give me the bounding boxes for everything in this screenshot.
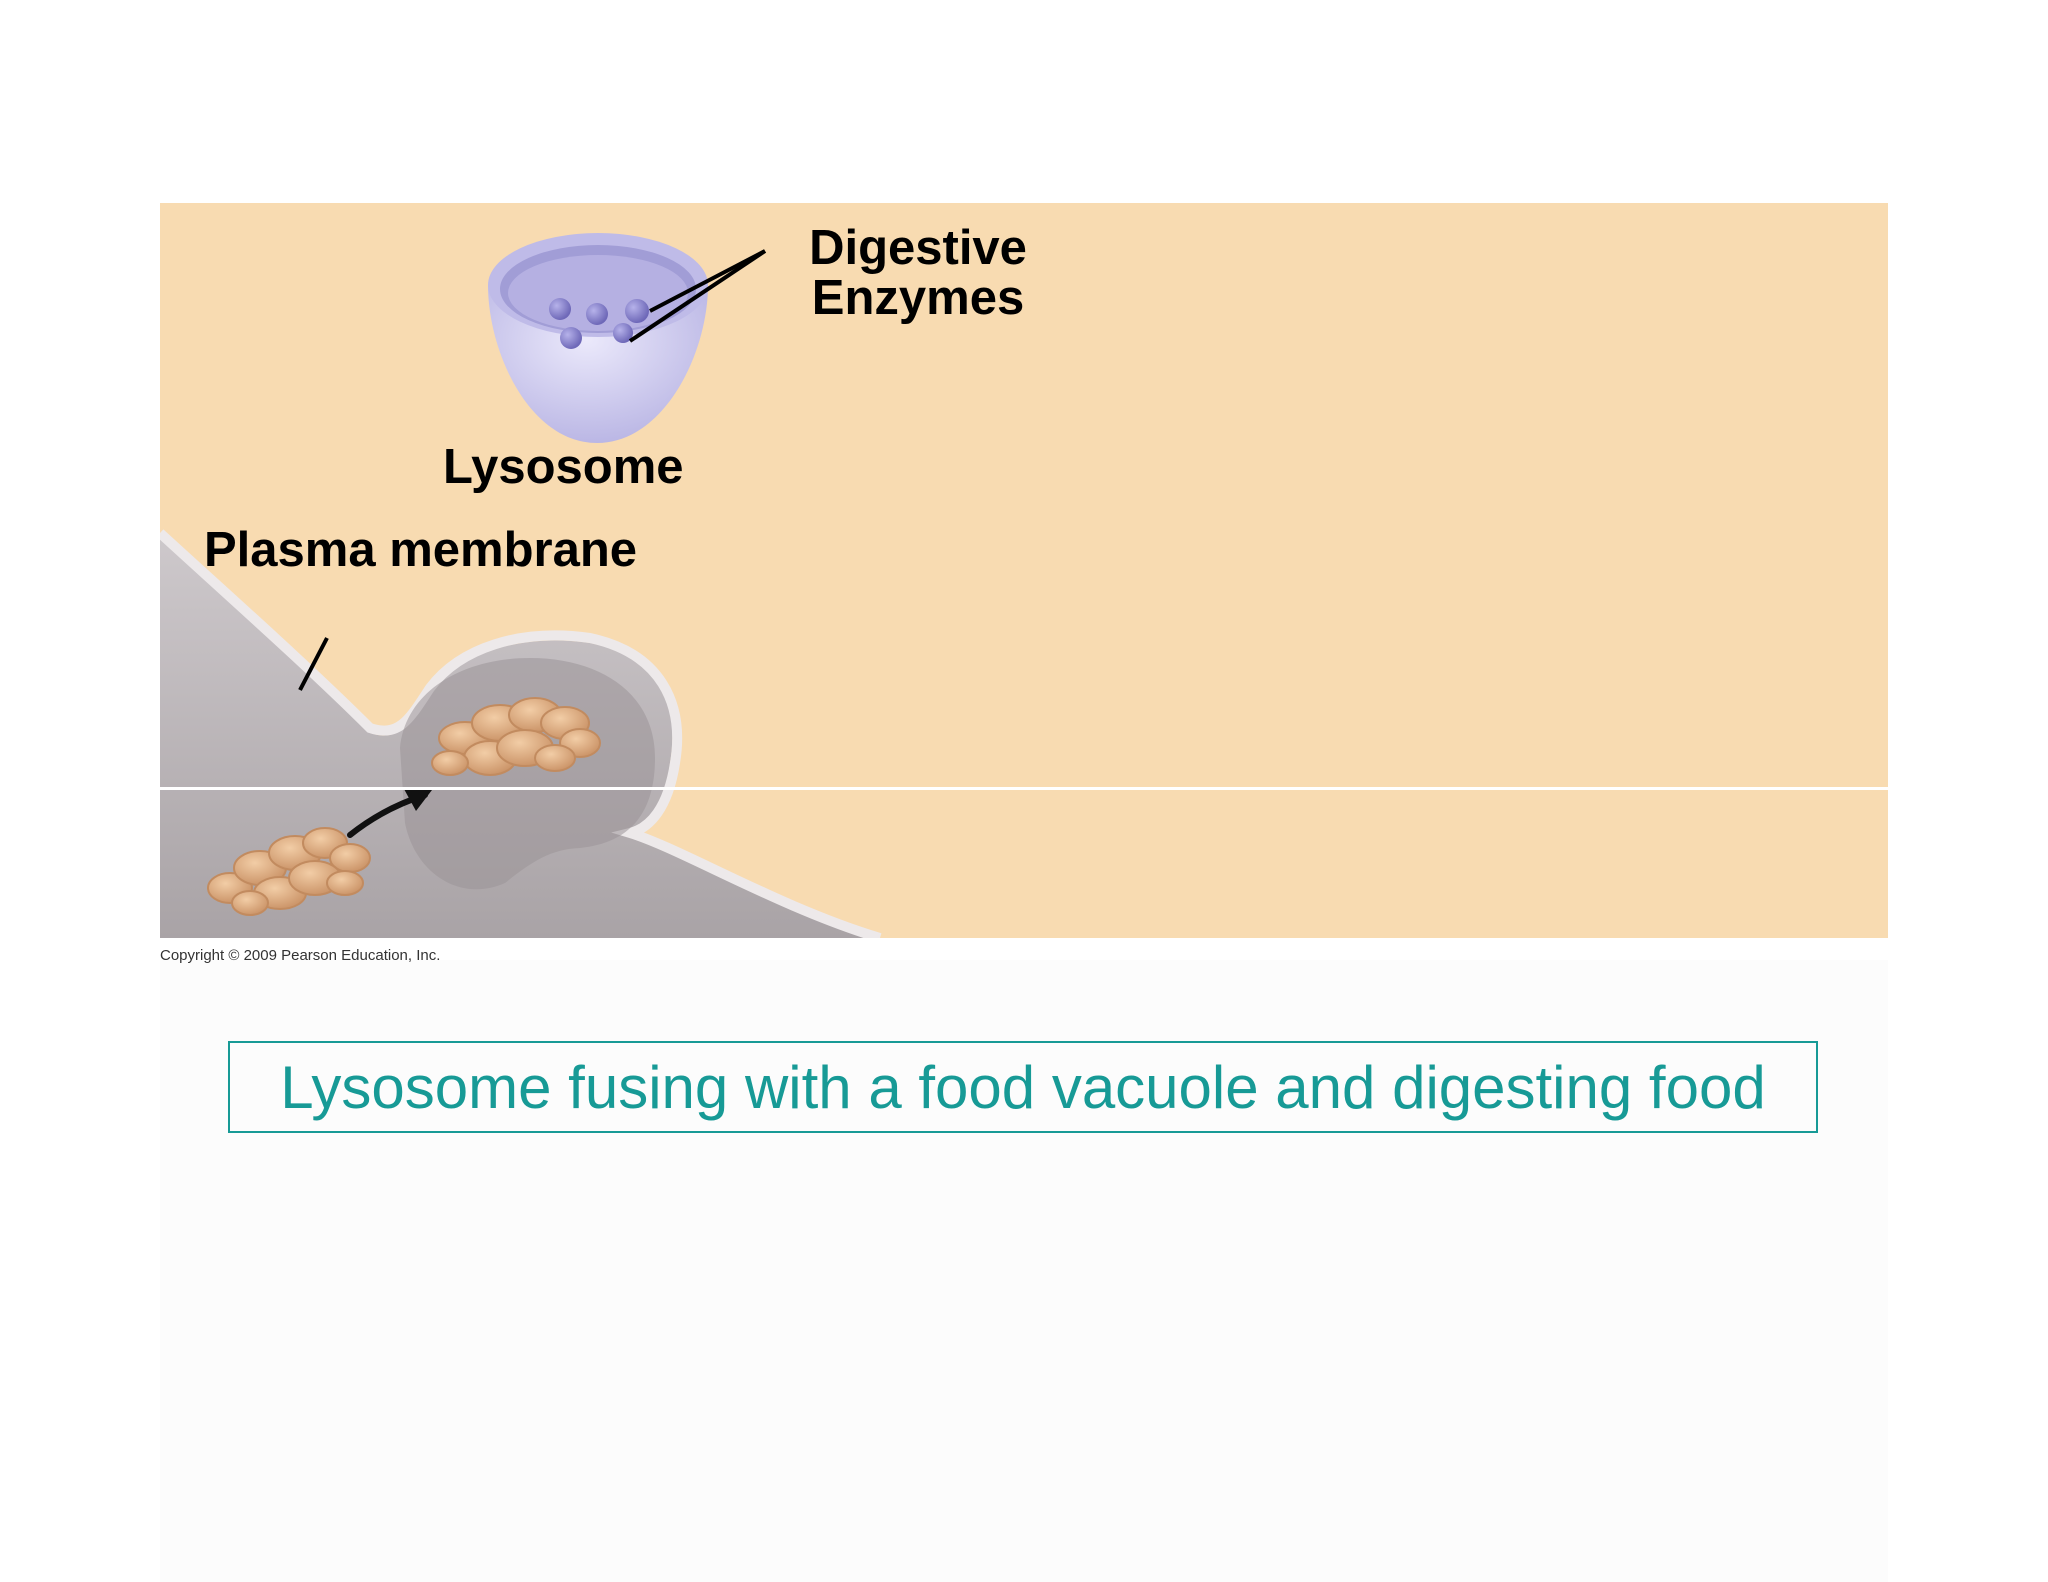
caption-box: Lysosome fusing with a food vacuole and … (228, 1041, 1818, 1133)
digestive-enzymes-label-line2: Enzymes (793, 273, 1043, 323)
lysosome-label: Lysosome (443, 442, 684, 492)
plasma-membrane-label: Plasma membrane (204, 525, 637, 575)
enzyme (625, 299, 649, 323)
divider-line (160, 787, 1888, 790)
enzyme (549, 298, 571, 320)
enzyme (586, 303, 608, 325)
caption-text: Lysosome fusing with a food vacuole and … (280, 1053, 1765, 1122)
lysosome-figure: Digestive Enzymes Lysosome Plasma membra… (160, 203, 1888, 938)
digestive-enzymes-label-line1: Digestive (793, 223, 1043, 273)
lysosome (488, 233, 708, 443)
enzyme (560, 327, 582, 349)
copyright-notice: Copyright © 2009 Pearson Education, Inc. (160, 947, 440, 964)
digestive-enzymes-label: Digestive Enzymes (793, 223, 1043, 323)
